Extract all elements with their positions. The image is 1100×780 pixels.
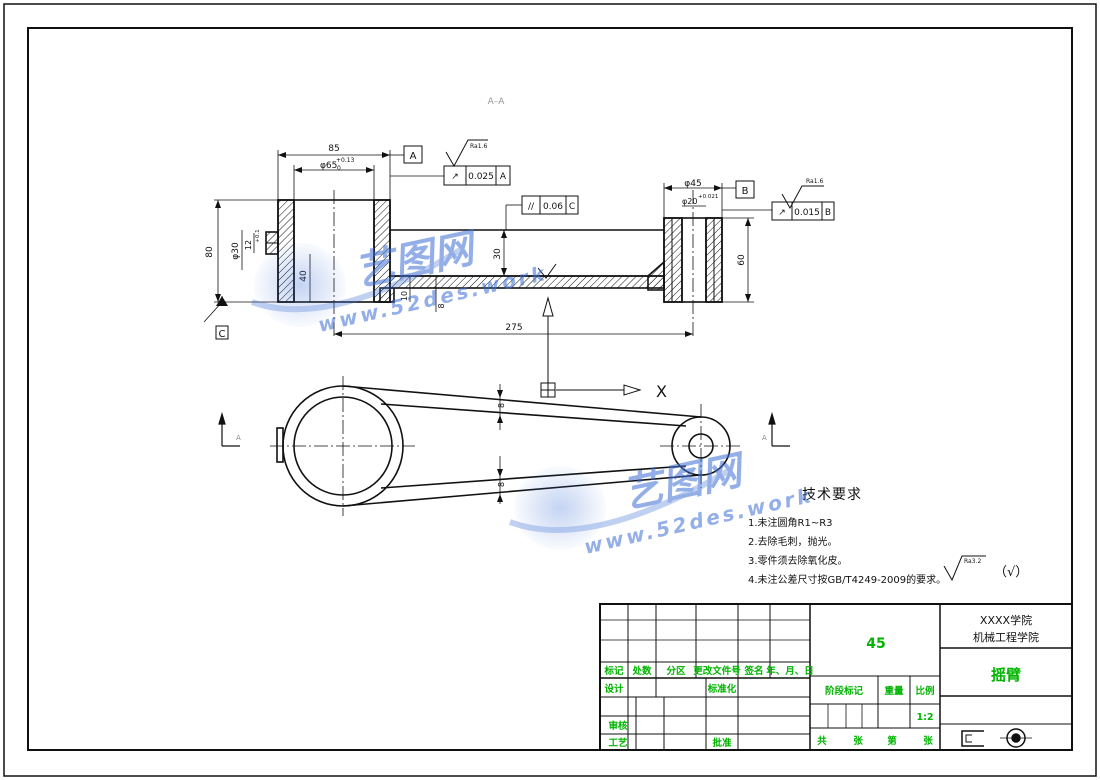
svg-text:A: A	[410, 151, 417, 162]
svg-text:张: 张	[853, 735, 863, 747]
svg-text:处数: 处数	[631, 665, 652, 677]
dim-arm-height: 30	[493, 248, 503, 260]
dim-bore-big: φ65	[320, 161, 337, 171]
svg-text:1:2: 1:2	[916, 712, 933, 723]
gdt-frame-3: ↗ 0.015 B	[771, 201, 835, 221]
dim-web-thk: 8	[437, 303, 446, 308]
svg-text:张: 张	[923, 735, 933, 747]
dim-web-height: 10	[400, 291, 409, 301]
datum-b: B	[735, 180, 755, 199]
dim-small-bore-tol: +0.021	[698, 194, 718, 200]
outer-border	[3, 3, 1097, 777]
gdt-frame-2: // 0.06 C	[521, 195, 579, 215]
school: XXXX学院	[980, 613, 1032, 627]
section-label: A–A	[488, 97, 506, 107]
roughness-note-symbol: （√）	[994, 565, 1028, 580]
dim-small-width: φ45	[684, 179, 701, 189]
dim-height-total: 80	[205, 246, 215, 258]
material: 45	[866, 636, 885, 652]
axis-label-x: X	[656, 382, 667, 401]
svg-text:更改文件号: 更改文件号	[693, 665, 741, 677]
tech-req-item-1: 1.未注圆角R1~R3	[748, 516, 833, 529]
svg-text:设计: 设计	[604, 683, 624, 695]
title-block	[599, 603, 1073, 751]
svg-text:第: 第	[887, 735, 897, 747]
svg-text:工艺: 工艺	[608, 737, 628, 749]
svg-text:共: 共	[817, 735, 827, 747]
department: 机械工程学院	[973, 630, 1039, 644]
tech-req-item-2: 2.去除毛刺，抛光。	[748, 535, 838, 548]
svg-text:A: A	[500, 172, 507, 182]
svg-text:↗: ↗	[778, 208, 786, 218]
svg-text:批准: 批准	[712, 737, 732, 749]
datum-a: A	[403, 145, 423, 164]
dim-bore-big-tol-upper: +0.13	[336, 157, 355, 164]
svg-text:重量: 重量	[884, 685, 904, 697]
svg-text:C: C	[219, 329, 226, 340]
svg-text:标准化: 标准化	[707, 683, 737, 695]
datum-c: C	[215, 325, 229, 340]
svg-text:B: B	[825, 208, 831, 218]
roughness-ra32: Ra3.2	[964, 558, 981, 565]
dim-center-dist: 275	[505, 323, 522, 333]
tech-req-item-4: 4.未注公差尺寸按GB/T4249-2009的要求。	[748, 573, 946, 586]
svg-text:阶段标记: 阶段标记	[825, 685, 864, 697]
svg-text:B: B	[742, 186, 749, 197]
projection-symbol	[961, 728, 1032, 748]
roughness-ra16-b: Ra1.6	[806, 178, 823, 185]
svg-text:0.025: 0.025	[468, 172, 494, 182]
gdt-frame-1: ↗ 0.025 A	[443, 165, 511, 186]
svg-text:↗: ↗	[451, 172, 459, 182]
tech-req-title: 技术要求	[802, 487, 862, 503]
svg-text:C: C	[569, 202, 575, 212]
dim-boss-small: 12	[244, 240, 253, 250]
svg-text:0.015: 0.015	[794, 208, 820, 218]
svg-text:0.06: 0.06	[543, 202, 563, 212]
dim-boss-small-tol: +0.1	[255, 229, 261, 242]
svg-text:审核: 审核	[608, 720, 628, 732]
watermark-1: 艺图网 www.52des.work	[250, 225, 549, 337]
svg-text:签名: 签名	[743, 665, 763, 677]
tech-req-item-3: 3.零件须去除氧化皮。	[748, 554, 848, 567]
part-name: 摇臂	[991, 666, 1021, 684]
dim-small-height: 60	[737, 254, 747, 266]
view-label-right: A	[762, 434, 767, 442]
dim-plan-width-bot: 8	[497, 482, 506, 487]
svg-text:年、月、日: 年、月、日	[766, 665, 814, 677]
dim-small-bore: φ20	[682, 197, 697, 206]
svg-text:标记: 标记	[603, 665, 624, 677]
view-label-left: A	[236, 434, 241, 442]
section-view	[265, 199, 723, 303]
inner-border	[27, 27, 1073, 751]
dim-top-width: 85	[328, 144, 339, 154]
dim-plan-width-top: 8	[497, 403, 506, 408]
dim-bore-big-tol-lower: 0	[337, 165, 341, 172]
title-block-text: 标记 处数 分区 更改文件号 签名 年、月、日 设计 标准化 审核 工艺 批准 …	[603, 613, 1039, 749]
technical-requirements: 技术要求 1.未注圆角R1~R3 2.去除毛刺，抛光。 3.零件须去除氧化皮。 …	[748, 487, 946, 586]
svg-text:分区: 分区	[666, 665, 686, 677]
dim-boss-dia: φ30	[231, 242, 241, 260]
svg-text://: //	[528, 202, 535, 212]
svg-text:比例: 比例	[915, 685, 934, 697]
roughness-ra16-a: Ra1.6	[470, 143, 487, 150]
